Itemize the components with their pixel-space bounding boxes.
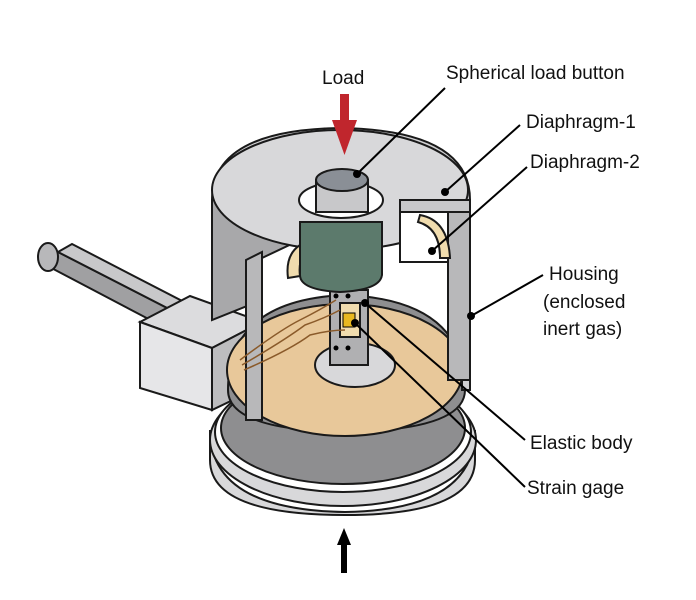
load-arrow	[332, 94, 357, 155]
label-housing-line1: Housing	[549, 264, 619, 285]
wires	[239, 299, 346, 371]
label-diaphragm-2: Diaphragm-2	[530, 152, 640, 173]
green-load-body	[298, 168, 384, 294]
strain-gage	[333, 293, 361, 351]
label-diaphragm-1: Diaphragm-1	[526, 112, 636, 133]
cable	[37, 242, 191, 326]
label-elastic-body: Elastic body	[530, 433, 633, 454]
label-spherical-load-button: Spherical load button	[446, 63, 625, 84]
elastic-body	[226, 289, 467, 437]
label-housing-line3: inert gas)	[543, 319, 622, 340]
label-strain-gage: Strain gage	[527, 478, 624, 499]
label-load: Load	[322, 68, 364, 89]
label-housing-line2: (enclosed	[543, 292, 625, 313]
leader-lines	[351, 87, 544, 488]
reaction-arrow	[337, 528, 351, 573]
